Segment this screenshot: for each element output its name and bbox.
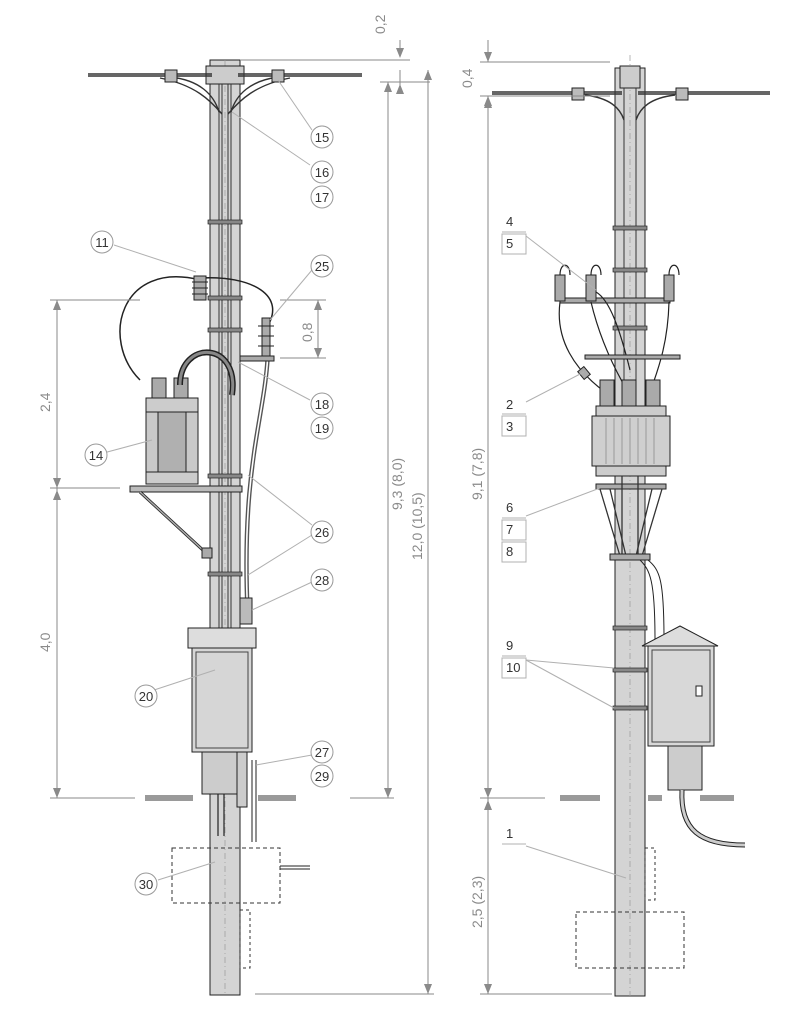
foundation-block	[171, 847, 281, 904]
crossarm	[559, 297, 671, 304]
tension-clamp	[271, 69, 285, 83]
dim-cabinet-height: 4,0	[37, 632, 53, 652]
ground-mark	[700, 795, 734, 801]
right-view: 0,4 9,1 (7,8) 2,5 (2,3) 4 5 2 3 6 7	[459, 40, 770, 997]
callout-25: 25	[315, 259, 329, 274]
callout-5: 5	[506, 236, 513, 251]
insulator-25	[258, 317, 274, 359]
right-callouts: 4 5 2 3 6 7 8 9 10 1	[501, 214, 527, 845]
ground-mark	[258, 795, 296, 801]
callout-20: 20	[139, 689, 153, 704]
insulator-set	[554, 274, 675, 302]
left-pole	[209, 59, 241, 996]
foundation-block	[575, 911, 685, 969]
tension-clamp	[164, 69, 178, 83]
callout-8: 8	[506, 544, 513, 559]
dim-top-offset-right: 0,4	[459, 68, 475, 88]
callout-17: 17	[315, 190, 329, 205]
callout-30: 30	[139, 877, 153, 892]
pole-top-bracket	[205, 65, 245, 85]
left-view: 0,2 9,3 (8,0) 12,0 (10,5) 2,4 4,0 0,8 15	[37, 14, 434, 996]
hv-cable-loop	[119, 276, 201, 381]
ground-mark	[560, 795, 600, 801]
callout-29: 29	[315, 769, 329, 784]
callout-19: 19	[315, 421, 329, 436]
callout-6: 6	[506, 500, 513, 515]
callout-9: 9	[506, 638, 513, 653]
transformer-platform	[129, 485, 243, 493]
callout-1: 1	[506, 826, 513, 841]
dim-top-offset: 0,2	[372, 14, 388, 34]
callout-10: 10	[506, 660, 520, 675]
distribution-cabinet	[187, 627, 257, 808]
callout-28: 28	[315, 573, 329, 588]
dim-pole-above-ground-right: 9,1 (7,8)	[469, 448, 485, 500]
ground-mark	[648, 795, 662, 801]
dim-pole-total: 12,0 (10,5)	[409, 492, 425, 560]
cable-terminal-28	[239, 597, 253, 625]
callout-14: 14	[89, 448, 103, 463]
transformer	[145, 349, 236, 485]
distribution-cabinet-front	[641, 625, 719, 791]
callout-15: 15	[315, 130, 329, 145]
callout-2: 2	[506, 397, 513, 412]
callout-3: 3	[506, 419, 513, 434]
callout-11: 11	[95, 235, 109, 250]
callout-7: 7	[506, 522, 513, 537]
dim-burial-depth: 2,5 (2,3)	[469, 876, 485, 928]
dim-conductor-spacing: 0,8	[299, 322, 315, 342]
callout-18: 18	[315, 397, 329, 412]
callout-26: 26	[315, 525, 329, 540]
callout-27: 27	[315, 745, 329, 760]
ground-mark	[145, 795, 193, 801]
dim-transformer-height: 2,4	[37, 392, 53, 412]
left-callouts: 15 16 17 11 25 18 19 14 26 28 20 27 29	[84, 125, 334, 896]
transformer-front	[591, 379, 671, 477]
callout-4: 4	[506, 214, 513, 229]
dim-pole-above-ground: 9,3 (8,0)	[389, 458, 405, 510]
callout-16: 16	[315, 165, 329, 180]
surge-arrester	[192, 275, 208, 301]
